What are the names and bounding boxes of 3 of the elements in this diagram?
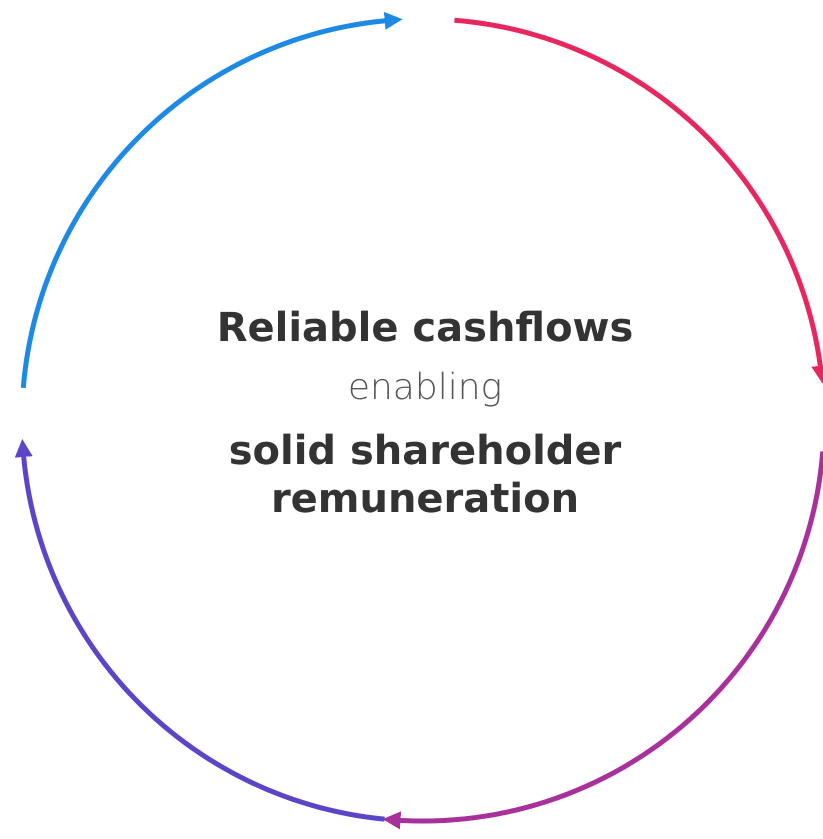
- subheading-text: solid shareholder remuneration: [228, 427, 622, 523]
- heading-text: Reliable cashflows: [216, 304, 634, 352]
- connector-text: enabling: [346, 366, 504, 410]
